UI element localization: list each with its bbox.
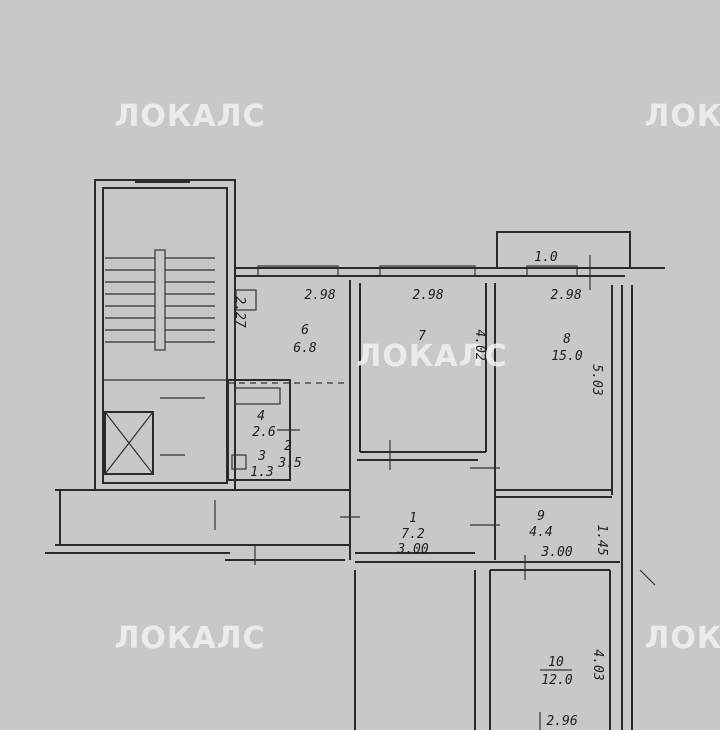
- dimension: 2.96: [546, 714, 577, 729]
- room-number: 3: [257, 449, 266, 464]
- watermark: ЛОКАЛС: [114, 621, 265, 656]
- elevator-icon: [104, 411, 154, 475]
- dimension: 1.45: [594, 524, 609, 555]
- room-area: 15.0: [551, 349, 582, 364]
- dimension: 1.0: [534, 250, 558, 265]
- room-number: 1: [409, 511, 417, 526]
- dimension-labels: 2.98 2.98 2.98 1.0 3.00 3.00 5.03 4.02 1…: [232, 250, 609, 729]
- room-area: 4.4: [529, 525, 552, 540]
- dimension: 4.03: [590, 649, 605, 680]
- watermark: ЛОКАЛС: [644, 99, 720, 134]
- room-area: 7.2: [401, 527, 425, 542]
- watermark: ЛОКАЛС: [114, 99, 265, 134]
- dimension: 5.03: [589, 364, 604, 395]
- room-number: 8: [563, 332, 571, 347]
- room-number: 7: [418, 329, 426, 344]
- room-number: 9: [537, 509, 545, 524]
- dimension: 3.00: [540, 545, 572, 560]
- dimension: 2.98: [304, 288, 335, 303]
- room-number: 2: [284, 439, 292, 454]
- room-labels: 6 6.8 7 8 15.0 4 2.6 3 1.3 2 3.5 1 7.2 9…: [250, 323, 583, 688]
- watermark: ЛОКАЛС: [644, 621, 720, 656]
- room-area: 6.8: [293, 341, 317, 356]
- room-area: 3.5: [277, 456, 302, 471]
- watermarks: ЛОКАЛС ЛОКАЛС ЛОКАЛС ЛОКАЛС ЛОКАЛС: [114, 99, 720, 656]
- dimension: 2.98: [550, 288, 581, 303]
- watermark: ЛОКАЛС: [356, 339, 507, 374]
- room-number: 10: [548, 655, 564, 670]
- room-area: 12.0: [541, 673, 572, 688]
- dimension: 4.02: [472, 329, 487, 360]
- room-number: 4: [257, 409, 265, 424]
- dimension: 2.98: [412, 288, 443, 303]
- walls: [45, 179, 665, 730]
- dimension: 3.00: [396, 542, 428, 557]
- room-area: 1.3: [250, 465, 273, 480]
- room-number: 6: [301, 323, 309, 338]
- dimension: 2.27: [232, 296, 247, 327]
- room-area: 2.6: [252, 425, 276, 440]
